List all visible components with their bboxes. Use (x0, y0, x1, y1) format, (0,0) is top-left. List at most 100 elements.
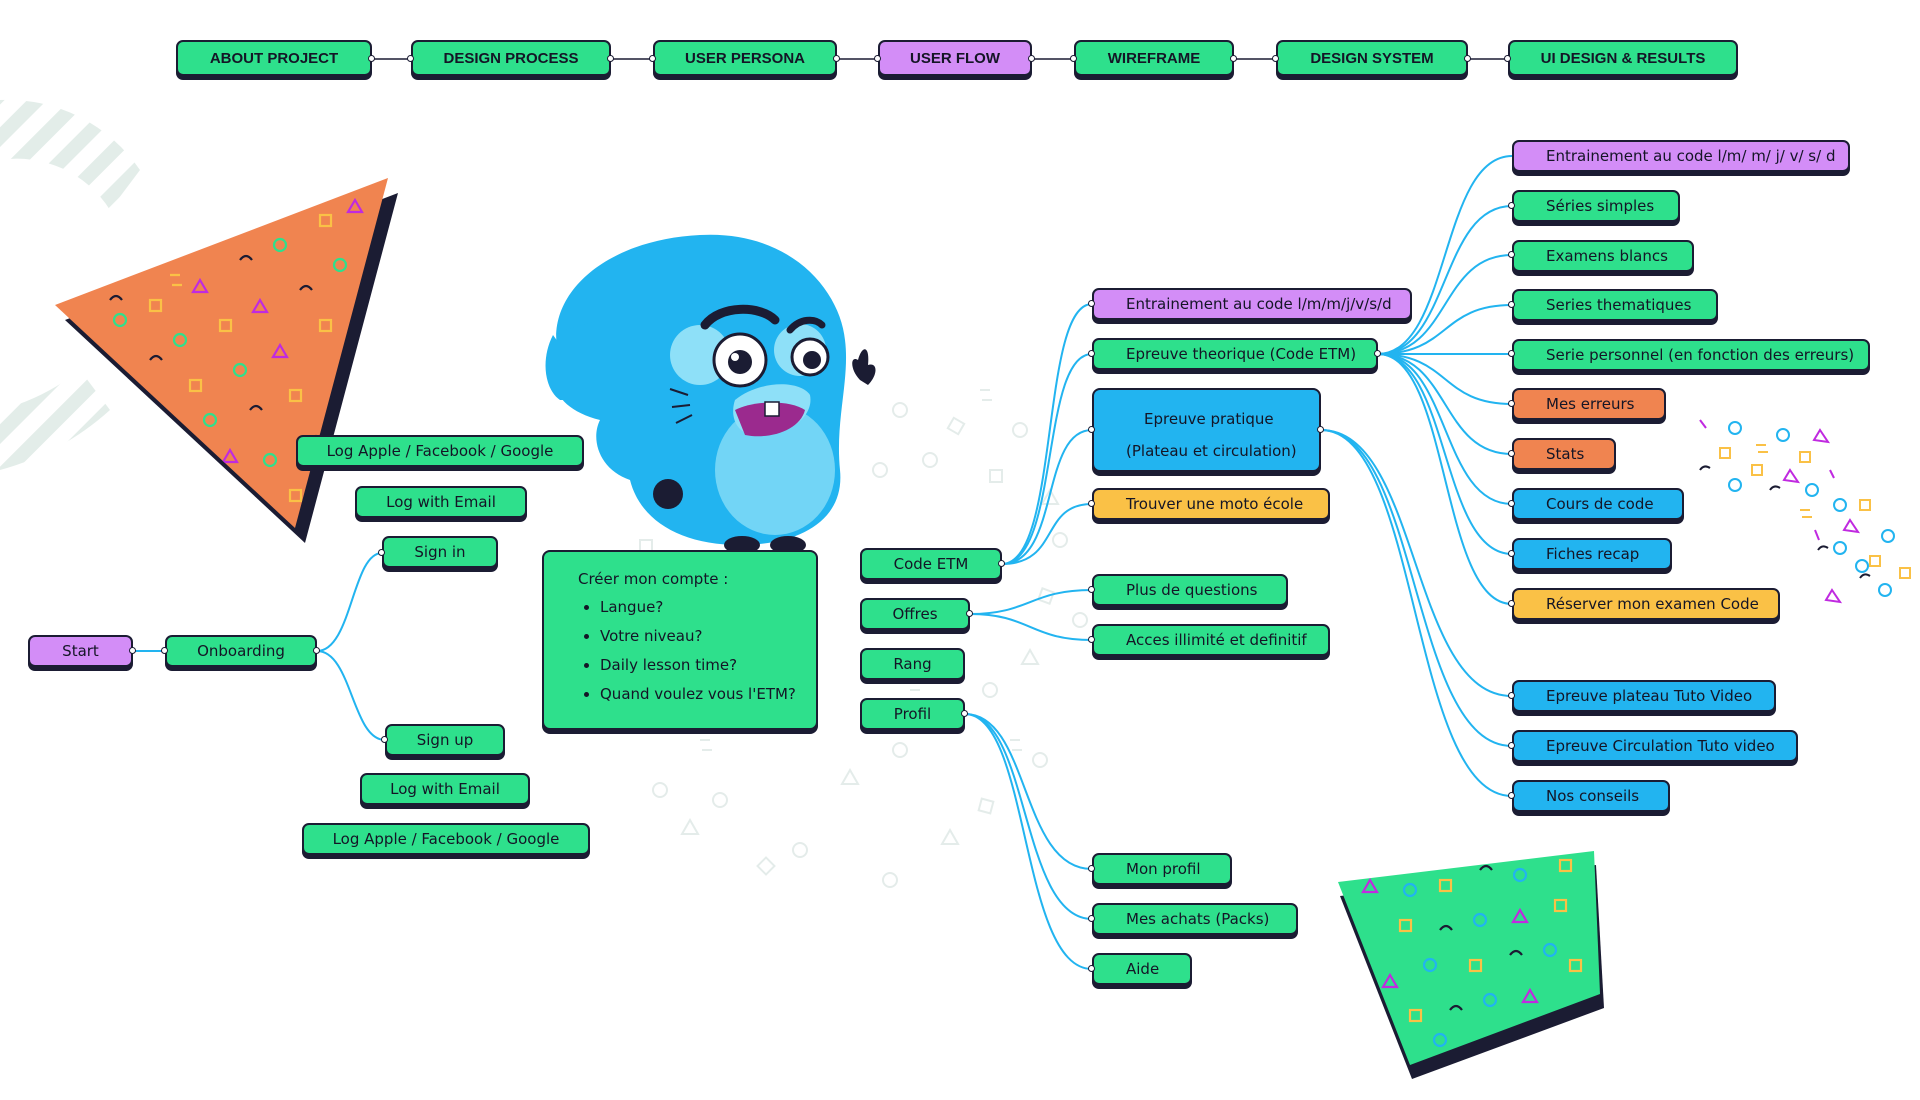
connector-dot (1464, 55, 1471, 62)
list-item: Langue? (600, 598, 816, 616)
epreuve-theorique-node[interactable]: Epreuve theorique (Code ETM) (1092, 338, 1378, 370)
connector-dot (1317, 426, 1324, 433)
connector-dot (1508, 251, 1515, 258)
connector-dot (1508, 600, 1515, 607)
mes-erreurs-node[interactable]: Mes erreurs (1512, 388, 1666, 420)
connector-dot (1504, 55, 1511, 62)
sign-in-email-node[interactable]: Log with Email (355, 486, 527, 518)
connector-dot (378, 549, 385, 556)
sign-up-node[interactable]: Sign up (385, 724, 505, 756)
connector-dot (1070, 55, 1077, 62)
connector-dot (874, 55, 881, 62)
tab-label: USER PERSONA (684, 49, 806, 67)
mascot-illustration (545, 234, 876, 554)
epreuve-pratique-sublabel: (Plateau et circulation) (1126, 442, 1297, 460)
tab-design-process[interactable]: DESIGN PROCESS (411, 40, 611, 76)
connector-dot (1088, 865, 1095, 872)
series-thematiques-node[interactable]: Series thematiques (1512, 289, 1718, 321)
onboarding-node[interactable]: Onboarding (165, 635, 317, 667)
menu-profil[interactable]: Profil (860, 698, 965, 730)
tab-label: ABOUT PROJECT (209, 49, 339, 67)
connector-dot (1374, 350, 1381, 357)
tab-design-system[interactable]: DESIGN SYSTEM (1276, 40, 1468, 76)
create-account-list: Langue? Votre niveau? Daily lesson time?… (578, 598, 816, 703)
connector-dot (607, 55, 614, 62)
menu-code-etm[interactable]: Code ETM (860, 548, 1002, 580)
sign-in-node[interactable]: Sign in (382, 536, 498, 568)
connector-dot (1088, 426, 1095, 433)
list-item: Daily lesson time? (600, 656, 816, 674)
acces-illimite-node[interactable]: Acces illimité et definitif (1092, 624, 1330, 656)
flow-connectors (133, 155, 1513, 970)
tab-label: DESIGN PROCESS (443, 49, 579, 67)
create-account-title: Créer mon compte : (578, 570, 729, 588)
connector-dot (1088, 586, 1095, 593)
connector-dot (1088, 915, 1095, 922)
sign-up-social-node[interactable]: Log Apple / Facebook / Google (302, 823, 590, 855)
entrainement-code-detail-node[interactable]: Entrainement au code l/m/ m/ j/ v/ s/ d (1512, 140, 1850, 172)
tab-about-project[interactable]: ABOUT PROJECT (176, 40, 372, 76)
tab-wireframe[interactable]: WIREFRAME (1074, 40, 1234, 76)
create-account-card: Créer mon compte : Langue? Votre niveau?… (542, 550, 818, 730)
mes-achats-node[interactable]: Mes achats (Packs) (1092, 903, 1298, 935)
connector-dot (1508, 301, 1515, 308)
sign-up-email-node[interactable]: Log with Email (360, 773, 530, 805)
menu-offres[interactable]: Offres (860, 598, 970, 630)
tab-user-persona[interactable]: USER PERSONA (653, 40, 837, 76)
tab-user-flow[interactable]: USER FLOW (878, 40, 1032, 76)
cours-de-code-node[interactable]: Cours de code (1512, 488, 1684, 520)
reserver-examen-node[interactable]: Réserver mon examen Code (1512, 588, 1780, 620)
orange-triangle-decoration (55, 178, 398, 543)
confetti-decoration (1699, 419, 1911, 604)
examens-blancs-node[interactable]: Examens blancs (1512, 240, 1694, 272)
connector-dot (407, 55, 414, 62)
entrainement-code-node[interactable]: Entrainement au code l/m/m/j/v/s/d (1092, 288, 1412, 320)
connector-dot (1088, 965, 1095, 972)
start-node[interactable]: Start (28, 635, 133, 667)
plateau-tuto-video-node[interactable]: Epreuve plateau Tuto Video (1512, 680, 1776, 712)
connector-dot (381, 736, 388, 743)
menu-rang[interactable]: Rang (860, 648, 965, 680)
trouver-moto-ecole-node[interactable]: Trouver une moto école (1092, 488, 1330, 520)
fiches-recap-node[interactable]: Fiches recap (1512, 538, 1672, 570)
connector-dot (1508, 350, 1515, 357)
series-simples-node[interactable]: Séries simples (1512, 190, 1680, 222)
tab-label: USER FLOW (910, 49, 1000, 67)
sign-in-social-node[interactable]: Log Apple / Facebook / Google (296, 435, 584, 467)
connector-dot (313, 647, 320, 654)
serie-personnel-node[interactable]: Serie personnel (en fonction des erreurs… (1512, 339, 1870, 371)
connector-dot (1088, 500, 1095, 507)
list-item: Votre niveau? (600, 627, 816, 645)
tab-label: WIREFRAME (1107, 49, 1201, 67)
connector-dot (1088, 636, 1095, 643)
connector-dot (1508, 450, 1515, 457)
faint-confetti-decoration (639, 389, 1088, 888)
mon-profil-node[interactable]: Mon profil (1092, 853, 1232, 885)
striped-arc-decoration (0, 99, 140, 470)
stats-node[interactable]: Stats (1512, 438, 1616, 470)
connector-dot (998, 560, 1005, 567)
plus-de-questions-node[interactable]: Plus de questions (1092, 574, 1288, 606)
aide-node[interactable]: Aide (1092, 953, 1192, 985)
nos-conseils-node[interactable]: Nos conseils (1512, 780, 1670, 812)
connector-dot (1508, 792, 1515, 799)
tab-label: DESIGN SYSTEM (1310, 49, 1434, 67)
connector-dot (1508, 692, 1515, 699)
list-item: Quand voulez vous l'ETM? (600, 685, 816, 703)
connector-dot (1272, 55, 1279, 62)
connector-dot (961, 710, 968, 717)
connector-dot (649, 55, 656, 62)
connector-dot (1508, 202, 1515, 209)
connector-dot (833, 55, 840, 62)
connector-dot (1508, 400, 1515, 407)
circulation-tuto-video-node[interactable]: Epreuve Circulation Tuto video (1512, 730, 1798, 762)
green-square-decoration (1338, 851, 1604, 1079)
connector-dot (1508, 500, 1515, 507)
connector-dot (161, 647, 168, 654)
connector-dot (1508, 550, 1515, 557)
connector-dot (1088, 350, 1095, 357)
tab-ui-design-results[interactable]: UI DESIGN & RESULTS (1508, 40, 1738, 76)
connector-dot (129, 647, 136, 654)
epreuve-pratique-node[interactable]: Epreuve pratique (Plateau et circulation… (1092, 388, 1321, 472)
